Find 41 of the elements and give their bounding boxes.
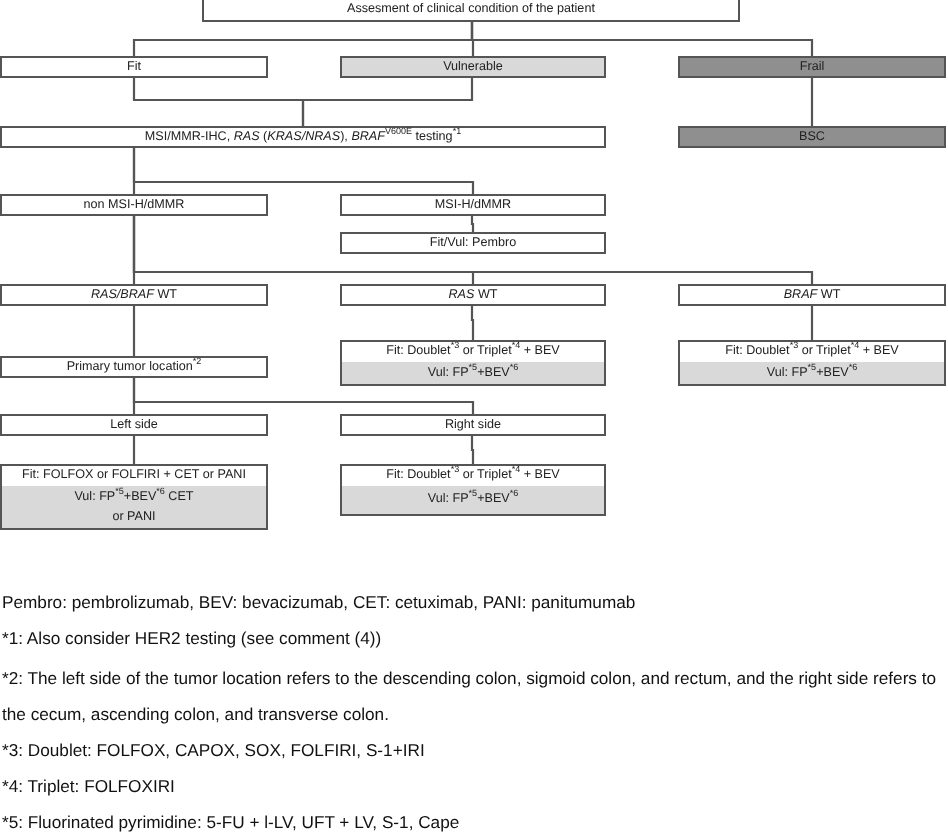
treatment-box <box>678 340 946 364</box>
category-box <box>0 284 268 306</box>
category-box <box>340 56 606 78</box>
treatment-box <box>340 340 606 364</box>
footnote: *2: The left side of the tumor location refers to the descending colon, sigmoid colon, and rectum, and the right side refers to the cecum, ascending colon, and transverse colon. <box>2 666 939 729</box>
category-box <box>0 56 268 78</box>
category-box <box>340 414 606 436</box>
connector-line <box>132 436 136 464</box>
treatment-box <box>678 362 946 386</box>
category-box <box>678 284 946 306</box>
treatment-box <box>340 232 606 254</box>
category-box <box>340 284 606 306</box>
connector-line <box>132 306 136 356</box>
treatment-box <box>0 464 268 488</box>
connector-line <box>470 306 475 340</box>
testing-box <box>0 126 606 148</box>
connector-line <box>810 306 814 340</box>
connector-line <box>301 78 474 126</box>
footnote: *4: Triplet: FOLFOXIRI <box>2 774 177 800</box>
connector-line <box>470 216 475 232</box>
connector-line <box>132 216 814 284</box>
treatment-box <box>678 126 946 148</box>
footnote: *1: Also consider HER2 testing (see comment (4)) <box>2 626 384 652</box>
treatment-box <box>0 486 268 530</box>
connector-line <box>810 78 814 126</box>
footnote: *5: Fluorinated pyrimidine: 5-FU + l-LV, UFT + LV, S-1, Cape <box>2 810 462 834</box>
connector-line <box>132 378 475 414</box>
category-box <box>0 414 268 436</box>
connector-line <box>470 436 475 464</box>
category-box <box>678 56 946 78</box>
category-box <box>0 194 268 216</box>
treatment-box <box>340 486 606 516</box>
footnote: *3: Doublet: FOLFOX, CAPOX, SOX, FOLFIRI, S-1+IRI <box>2 738 427 764</box>
abbreviation-note: Pembro: pembrolizumab, BEV: bevacizumab, CET: cetuximab, PANI: panitumumab <box>2 590 638 616</box>
treatment-box <box>340 464 606 488</box>
category-box <box>340 194 606 216</box>
assessment-box <box>202 0 740 22</box>
decision-box <box>0 356 268 378</box>
connector-line <box>132 148 475 194</box>
connector-line <box>470 22 814 56</box>
treatment-box <box>340 362 606 386</box>
